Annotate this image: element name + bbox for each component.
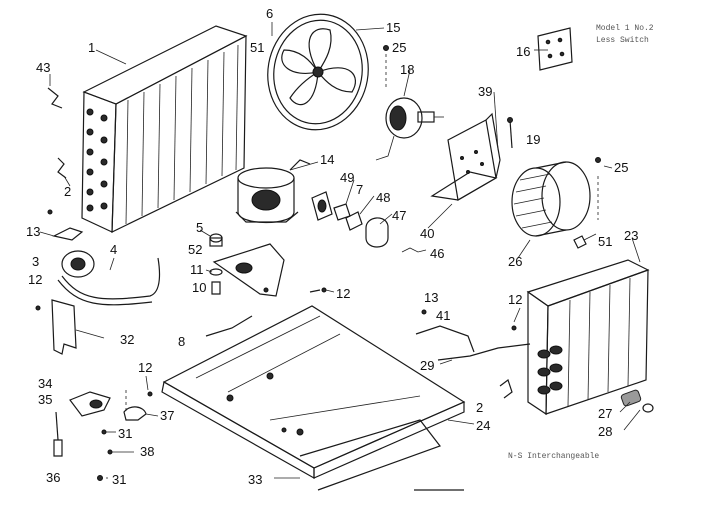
callout-12-lower: 12 (138, 360, 152, 375)
tube-8 (205, 315, 253, 337)
callout-7: 7 (356, 182, 363, 197)
callout-37: 37 (160, 408, 174, 423)
fitting-3 (61, 250, 95, 278)
nut-25-top (383, 45, 389, 51)
compressor-14 (235, 159, 311, 224)
callout-33: 33 (248, 472, 262, 487)
callout-11: 11 (190, 262, 204, 277)
callout-23: 23 (624, 228, 638, 243)
condenser-coil (81, 25, 248, 233)
wire-46 (401, 247, 427, 253)
fitting-27 (620, 389, 654, 413)
callout-12-center: 12 (336, 286, 350, 301)
rod-35 (55, 411, 59, 441)
note-switch: Less Switch (596, 36, 649, 45)
grommet-5 (209, 233, 223, 247)
screw-12-right (511, 325, 517, 331)
callout-46: 46 (430, 246, 444, 261)
stud-36 (53, 439, 63, 457)
callout-13-right: 13 (424, 290, 438, 305)
callout-27: 27 (598, 406, 612, 421)
terminal-48 (345, 211, 363, 231)
callout-18: 18 (400, 62, 414, 77)
callout-25-right: 25 (614, 160, 628, 175)
cover-49 (311, 191, 333, 221)
callout-1: 1 (88, 40, 95, 55)
callout-38: 38 (140, 444, 154, 459)
bolt-10 (211, 281, 221, 295)
callout-2-right: 2 (476, 400, 483, 415)
tube-41 (415, 325, 475, 353)
callout-31-upper: 31 (118, 426, 132, 441)
screw-38 (107, 449, 113, 455)
callout-28: 28 (598, 424, 612, 439)
callout-34: 34 (38, 376, 52, 391)
callout-32: 32 (120, 332, 134, 347)
nut-25-right (595, 157, 601, 163)
note-interchangeable: N-S Interchangeable (508, 452, 599, 461)
callout-43: 43 (36, 60, 50, 75)
callout-51-right: 51 (598, 234, 612, 249)
callout-2-left: 2 (64, 184, 71, 199)
callout-36: 36 (46, 470, 60, 485)
callout-10: 10 (192, 280, 206, 295)
callout-39: 39 (478, 84, 492, 99)
callout-41: 41 (436, 308, 450, 323)
fan-blade-15 (267, 13, 369, 131)
callout-26: 26 (508, 254, 522, 269)
washer-11 (209, 268, 223, 276)
mount-plate-52 (212, 243, 285, 297)
callout-48: 48 (376, 190, 390, 205)
cap-47 (365, 217, 389, 248)
callout-13-left: 13 (26, 224, 40, 239)
callout-51-top: 51 (250, 40, 264, 55)
valve-34 (69, 391, 111, 417)
base-pan-24 (161, 305, 466, 491)
callout-52: 52 (188, 242, 202, 257)
callout-12-right: 12 (508, 292, 522, 307)
evaporator-coil-23 (526, 259, 650, 416)
callout-35: 35 (38, 392, 52, 407)
callout-24: 24 (476, 418, 490, 433)
clip-43 (47, 87, 63, 109)
motor-bracket-40 (430, 112, 501, 201)
tube-29 (437, 343, 531, 361)
clamp-13-left (52, 227, 84, 241)
fan-motor-18 (375, 97, 444, 161)
screw-12-center (309, 289, 321, 293)
clip-51-right (573, 235, 587, 249)
callout-3: 3 (32, 254, 39, 269)
callout-5: 5 (196, 220, 203, 235)
callout-16: 16 (516, 44, 530, 59)
callout-15: 15 (386, 20, 400, 35)
note-model: Model 1 No.2 (596, 24, 654, 33)
bracket-2-right (499, 379, 513, 399)
callout-29: 29 (420, 358, 434, 373)
callout-14: 14 (320, 152, 334, 167)
callout-25-top: 25 (392, 40, 406, 55)
switch-plate-16 (537, 27, 573, 71)
tube-4 (61, 257, 161, 300)
callout-40: 40 (420, 226, 434, 241)
callout-31-lower: 31 (112, 472, 126, 487)
callout-12-left: 12 (28, 272, 42, 287)
callout-49: 49 (340, 170, 354, 185)
callout-19: 19 (526, 132, 540, 147)
blower-wheel-26 (511, 161, 591, 237)
callout-8: 8 (178, 334, 185, 349)
callout-4: 4 (110, 242, 117, 257)
strip-32 (51, 299, 77, 355)
callout-6: 6 (266, 6, 273, 21)
bracket-2-left (57, 157, 67, 179)
screw-31 (97, 475, 103, 481)
screw-13-left (47, 209, 53, 215)
cap-37 (123, 406, 147, 421)
screw-19 (509, 119, 513, 149)
callout-47: 47 (392, 208, 406, 223)
